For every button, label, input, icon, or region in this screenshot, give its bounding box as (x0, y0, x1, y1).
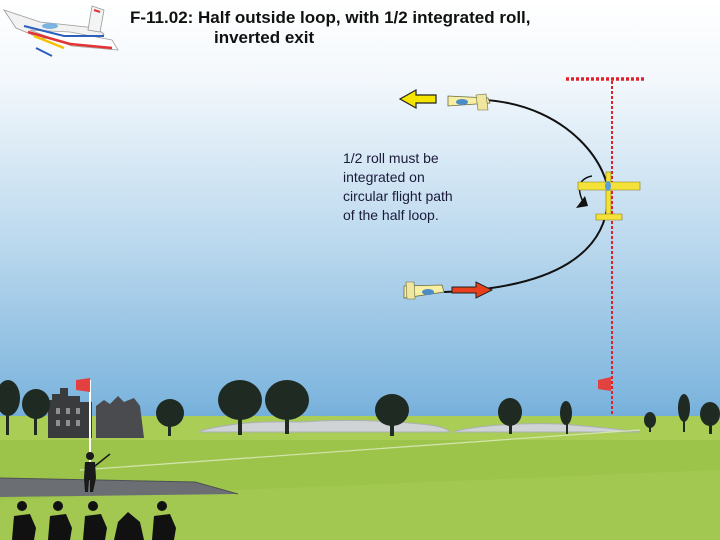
tree (22, 389, 50, 435)
tree (265, 380, 309, 434)
maneuver-title: F-11.02: Half outside loop, with 1/2 int… (130, 8, 531, 48)
tree (0, 380, 20, 435)
judge (114, 512, 144, 540)
exit-direction-arrow (398, 88, 437, 110)
maneuver-title-line-2: inverted exit (214, 28, 315, 47)
tree (678, 394, 690, 432)
judge (12, 501, 36, 540)
maneuver-title-line-1: F-11.02: Half outside loop, with 1/2 int… (130, 8, 531, 27)
roll-arrow (576, 175, 593, 208)
tree (375, 394, 409, 436)
note-line: integrated on (343, 169, 425, 185)
roll-instruction-note: 1/2 roll must be integrated on circular … (343, 149, 503, 225)
castle-ruin (48, 388, 144, 438)
judge (152, 501, 176, 540)
model-airplane-logo (3, 5, 119, 57)
ground (0, 416, 720, 540)
entry-direction-arrow (451, 281, 494, 299)
flag-pole-right (598, 377, 611, 391)
tree (700, 402, 720, 434)
judge (83, 501, 107, 540)
note-line: circular flight path (343, 188, 453, 204)
judge (48, 501, 72, 540)
tree (498, 398, 522, 434)
tree-line (0, 380, 720, 436)
tree (218, 380, 262, 435)
tree (560, 401, 572, 434)
tree (156, 399, 184, 436)
note-line: of the half loop. (343, 207, 439, 223)
pilot-figure (84, 452, 111, 492)
exit-airplane-icon (447, 93, 491, 111)
flag-pole-left (76, 378, 91, 462)
note-line: 1/2 roll must be (343, 150, 439, 166)
tree (644, 412, 656, 432)
entry-airplane-icon (403, 281, 445, 300)
rolling-airplane-icon (577, 171, 641, 221)
aerobatic-box-marker (566, 77, 646, 416)
judges-row (12, 501, 176, 540)
